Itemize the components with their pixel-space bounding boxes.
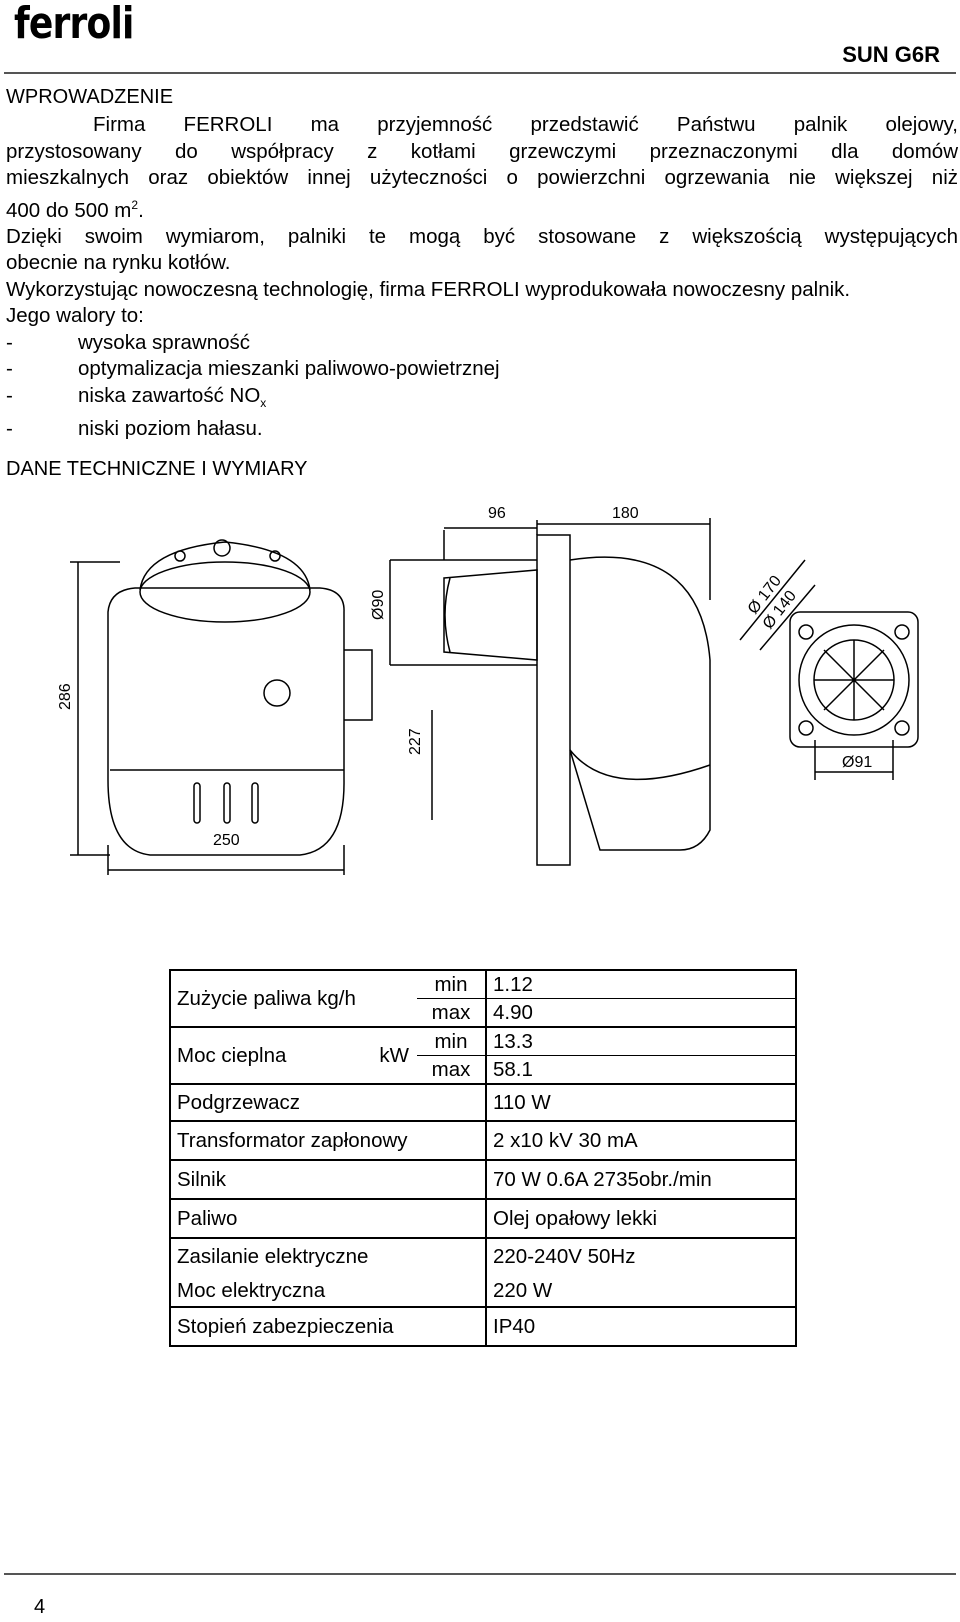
spec-label: Zużycie paliwa kg/h	[170, 969, 417, 1027]
intro-line: 400 do 500 m2.	[6, 197, 144, 222]
list-item: -optymalizacja mieszanki paliwowo-powiet…	[6, 357, 500, 381]
ferroli-logo: ferroli	[14, 0, 134, 49]
spec-label: Zasilanie elektryczne	[170, 1237, 486, 1275]
spec-label: Paliwo	[170, 1198, 486, 1238]
spec-min-label: min	[417, 1026, 486, 1056]
spec-label: Stopień zabezpieczenia	[170, 1306, 486, 1346]
dim-label-250: 250	[213, 832, 240, 849]
spec-value: 2 x10 kV 30 mA	[485, 1120, 796, 1160]
flange-square	[789, 611, 919, 748]
spec-value: 70 W 0.6A 2735obr./min	[485, 1159, 796, 1199]
flange-hole	[894, 624, 910, 640]
dim-label-180: 180	[612, 505, 639, 522]
side-blast-tube	[443, 569, 538, 661]
flange-hole	[798, 720, 814, 736]
front-screw	[174, 550, 186, 562]
front-vent	[193, 782, 201, 824]
front-reset-button	[263, 679, 291, 707]
spec-label: Moc elektryczna	[177, 1278, 326, 1302]
intro-line: Firma FERROLI ma przyjemność przedstawić…	[93, 113, 958, 136]
tech-heading: DANE TECHNICZNE I WYMIARY	[6, 458, 308, 480]
flange-hole	[894, 720, 910, 736]
front-top-cover	[139, 541, 311, 591]
spec-value: 220 W	[485, 1275, 796, 1307]
spec-value: 4.90	[485, 998, 796, 1027]
spec-min-label: min	[417, 969, 486, 999]
intro-line: przystosowany do współpracy z kotłami gr…	[6, 139, 958, 163]
intro-line: Dzięki swoim wymiarom, palniki te mogą b…	[6, 224, 958, 248]
header-divider	[4, 72, 956, 74]
footer-divider	[4, 1573, 956, 1575]
spec-value: 110 W	[485, 1083, 796, 1121]
intro-line: Wykorzystując nowoczesną technologię, fi…	[6, 277, 851, 301]
side-flange	[536, 534, 571, 866]
list-item: -wysoka sprawność	[6, 330, 251, 354]
flange-hole	[798, 624, 814, 640]
spec-value: IP40	[485, 1306, 796, 1346]
list-item: -niska zawartość NOx	[6, 383, 267, 410]
dim-label-286: 286	[57, 683, 74, 710]
spec-max-label: max	[417, 998, 486, 1027]
dim-line-diagonals	[739, 559, 816, 651]
spec-label: Transformator zapłonowy	[170, 1120, 486, 1160]
spec-label: Podgrzewacz	[170, 1083, 486, 1121]
spec-value: 58.1	[485, 1055, 796, 1084]
front-cover-ellipse	[139, 561, 311, 623]
dim-line-96-180	[443, 518, 711, 600]
intro-text: Firma FERROLI ma przyjemność przedstawić…	[6, 112, 958, 443]
list-item: -niski poziom hałasu.	[6, 417, 263, 441]
spec-value: 220-240V 50Hz	[485, 1237, 796, 1275]
intro-line: obecnie na rynku kotłów.	[6, 251, 231, 275]
dim-line-91	[814, 740, 894, 780]
dim-label-227: 227	[407, 728, 424, 755]
dim-label-91: Ø91	[842, 754, 872, 771]
burner-dimension-drawing: 96 180 Ø90 286 227 250 Ø 170 Ø 140 Ø91	[57, 505, 919, 875]
intro-line: mieszkalnych oraz obiektów innej użytecz…	[6, 166, 958, 189]
front-vent	[223, 782, 231, 824]
spec-value: 1.12	[485, 969, 796, 999]
dim-label-90: Ø90	[370, 590, 387, 620]
front-screw	[269, 550, 281, 562]
spec-max-label: max	[417, 1055, 486, 1084]
flange-outer-circle	[798, 624, 910, 736]
side-tube-end	[444, 577, 451, 653]
side-housing-seam	[569, 749, 711, 781]
intro-line: Jego walory to:	[6, 304, 144, 328]
intro-heading: WPROWADZENIE	[6, 86, 174, 108]
front-side-box	[344, 649, 373, 721]
front-vent	[251, 782, 259, 824]
spec-value: Olej opałowy lekki	[485, 1198, 796, 1238]
dim-line-250	[107, 845, 345, 875]
front-body-outline	[107, 587, 345, 856]
flange-cross	[814, 640, 894, 720]
dim-label-96: 96	[488, 505, 506, 522]
dim-line-90-227	[389, 560, 433, 820]
spec-label: Silnik	[170, 1159, 486, 1199]
dim-line-286	[70, 561, 120, 856]
page-number: 4	[34, 1596, 46, 1618]
side-housing	[569, 556, 711, 851]
spec-table: Zużycie paliwa kg/h min 1.12 max 4.90 Mo…	[169, 969, 797, 1347]
model-name: SUN G6R	[842, 42, 940, 67]
front-screw	[213, 539, 231, 557]
spec-value: 13.3	[485, 1026, 796, 1056]
